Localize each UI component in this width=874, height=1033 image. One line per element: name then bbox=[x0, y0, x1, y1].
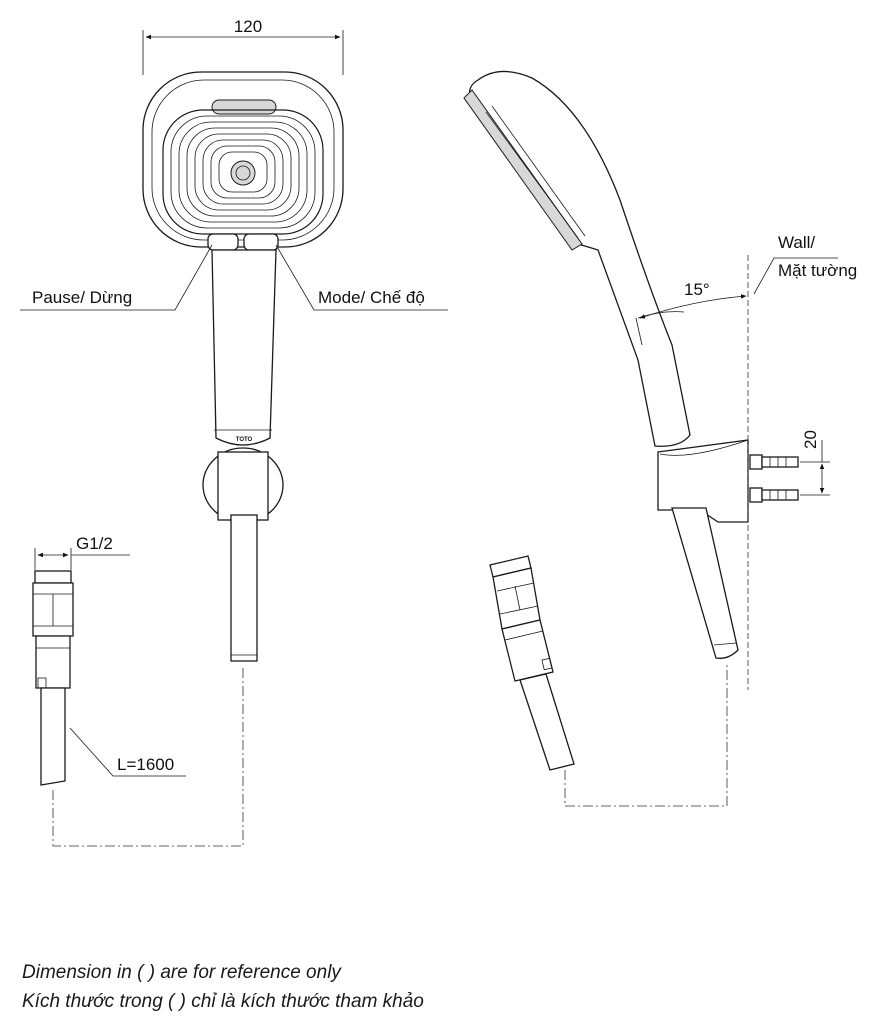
offset-label: 20 bbox=[801, 430, 820, 449]
front-view-shower-head bbox=[142, 71, 344, 251]
thread-dimension: G1/2 bbox=[34, 534, 130, 570]
pause-label: Pause/ Dừng bbox=[32, 288, 132, 307]
side-view-shower bbox=[463, 70, 749, 659]
width-dimension-label: 120 bbox=[234, 17, 262, 36]
hose-fitting bbox=[32, 570, 74, 786]
angle-dimension: 15° bbox=[635, 280, 747, 346]
brand-mark: TOTO bbox=[236, 437, 253, 443]
offset-dimension: 20 bbox=[800, 430, 830, 496]
mode-label: Mode/ Chế độ bbox=[318, 288, 425, 307]
hose-length-callout: L=1600 bbox=[69, 727, 186, 777]
pause-callout: Pause/ Dừng bbox=[20, 244, 213, 311]
wall-label-line1: Wall/ bbox=[778, 233, 815, 252]
front-view-handle: TOTO bbox=[202, 249, 284, 662]
side-hose-connection-line bbox=[564, 665, 728, 807]
wall-callout: Wall/ Mặt tường bbox=[753, 233, 857, 295]
width-dimension: 120 bbox=[142, 17, 344, 75]
hose-connection-line bbox=[52, 665, 244, 847]
hose-length-label: L=1600 bbox=[117, 755, 174, 774]
wall-anchors bbox=[749, 454, 799, 503]
angle-label: 15° bbox=[684, 280, 710, 299]
reference-note-english: Dimension in ( ) are for reference only bbox=[22, 962, 341, 983]
thread-label: G1/2 bbox=[76, 534, 113, 553]
side-hose-fitting bbox=[489, 555, 575, 771]
mode-callout: Mode/ Chế độ bbox=[275, 244, 448, 311]
reference-note-vietnamese: Kích thước trong ( ) chỉ là kích thước t… bbox=[22, 991, 424, 1012]
wall-label-line2: Mặt tường bbox=[778, 261, 857, 280]
